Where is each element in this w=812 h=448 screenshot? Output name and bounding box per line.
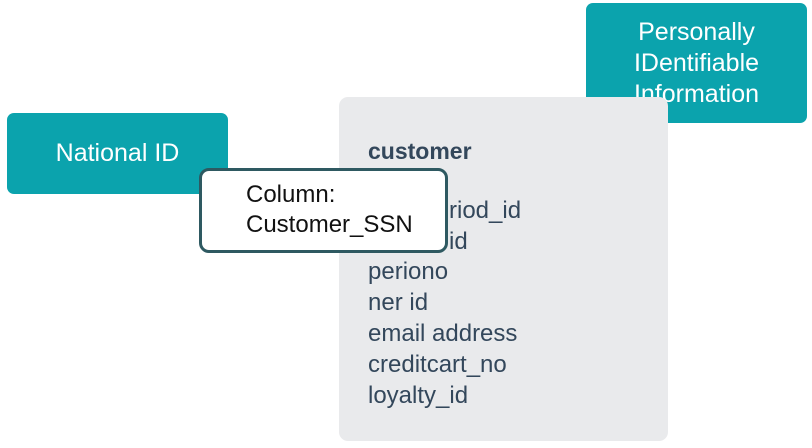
column-ner-id: ner id [368, 289, 429, 316]
column-email-address: email address [368, 320, 518, 347]
pii-tag-line-2: IDentifiable [633, 48, 760, 77]
national-id-tag[interactable]: National ID [7, 113, 228, 194]
callout-line-2: Customer_SSN [246, 211, 413, 238]
national-id-label: National ID [55, 139, 180, 167]
column-id: id [449, 228, 468, 255]
column-callout: Column: Customer_SSN [199, 168, 448, 253]
pii-tag-line-1: Personally [638, 17, 755, 46]
column-loyalty-id: loyalty_id [368, 382, 469, 409]
callout-line-1: Column: [246, 181, 336, 208]
column-riod-id: riod_id [449, 197, 522, 224]
table-name: customer [368, 138, 472, 164]
customer-table-card [339, 97, 668, 441]
column-creditcart-no: creditcart_no [368, 351, 507, 378]
column-periono: periono [368, 258, 449, 285]
